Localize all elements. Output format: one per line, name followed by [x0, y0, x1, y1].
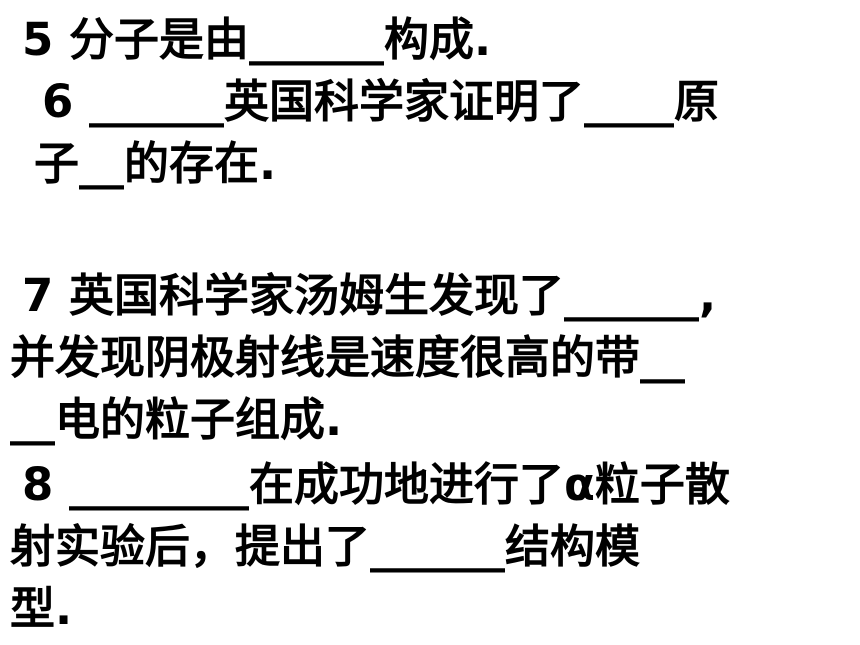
- question-7-line-3: __电的粒子组成.: [10, 393, 343, 446]
- question-8-line-3: 型.: [10, 582, 73, 635]
- question-8-line-1: 8 ________在成功地进行了α粒子散: [22, 458, 730, 511]
- question-6-line-1: 6 ______英国科学家证明了____原: [42, 75, 719, 128]
- question-5-line: 5 分子是由______构成.: [22, 13, 492, 66]
- question-7-line-1: 7 英国科学家汤姆生发现了______,: [22, 269, 717, 322]
- question-7-line-2: 并发现阴极射线是速度很高的带__: [10, 331, 686, 384]
- question-6-line-2: 子__的存在.: [34, 137, 277, 190]
- question-8-line-2: 射实验后，提出了______结构模: [10, 520, 641, 573]
